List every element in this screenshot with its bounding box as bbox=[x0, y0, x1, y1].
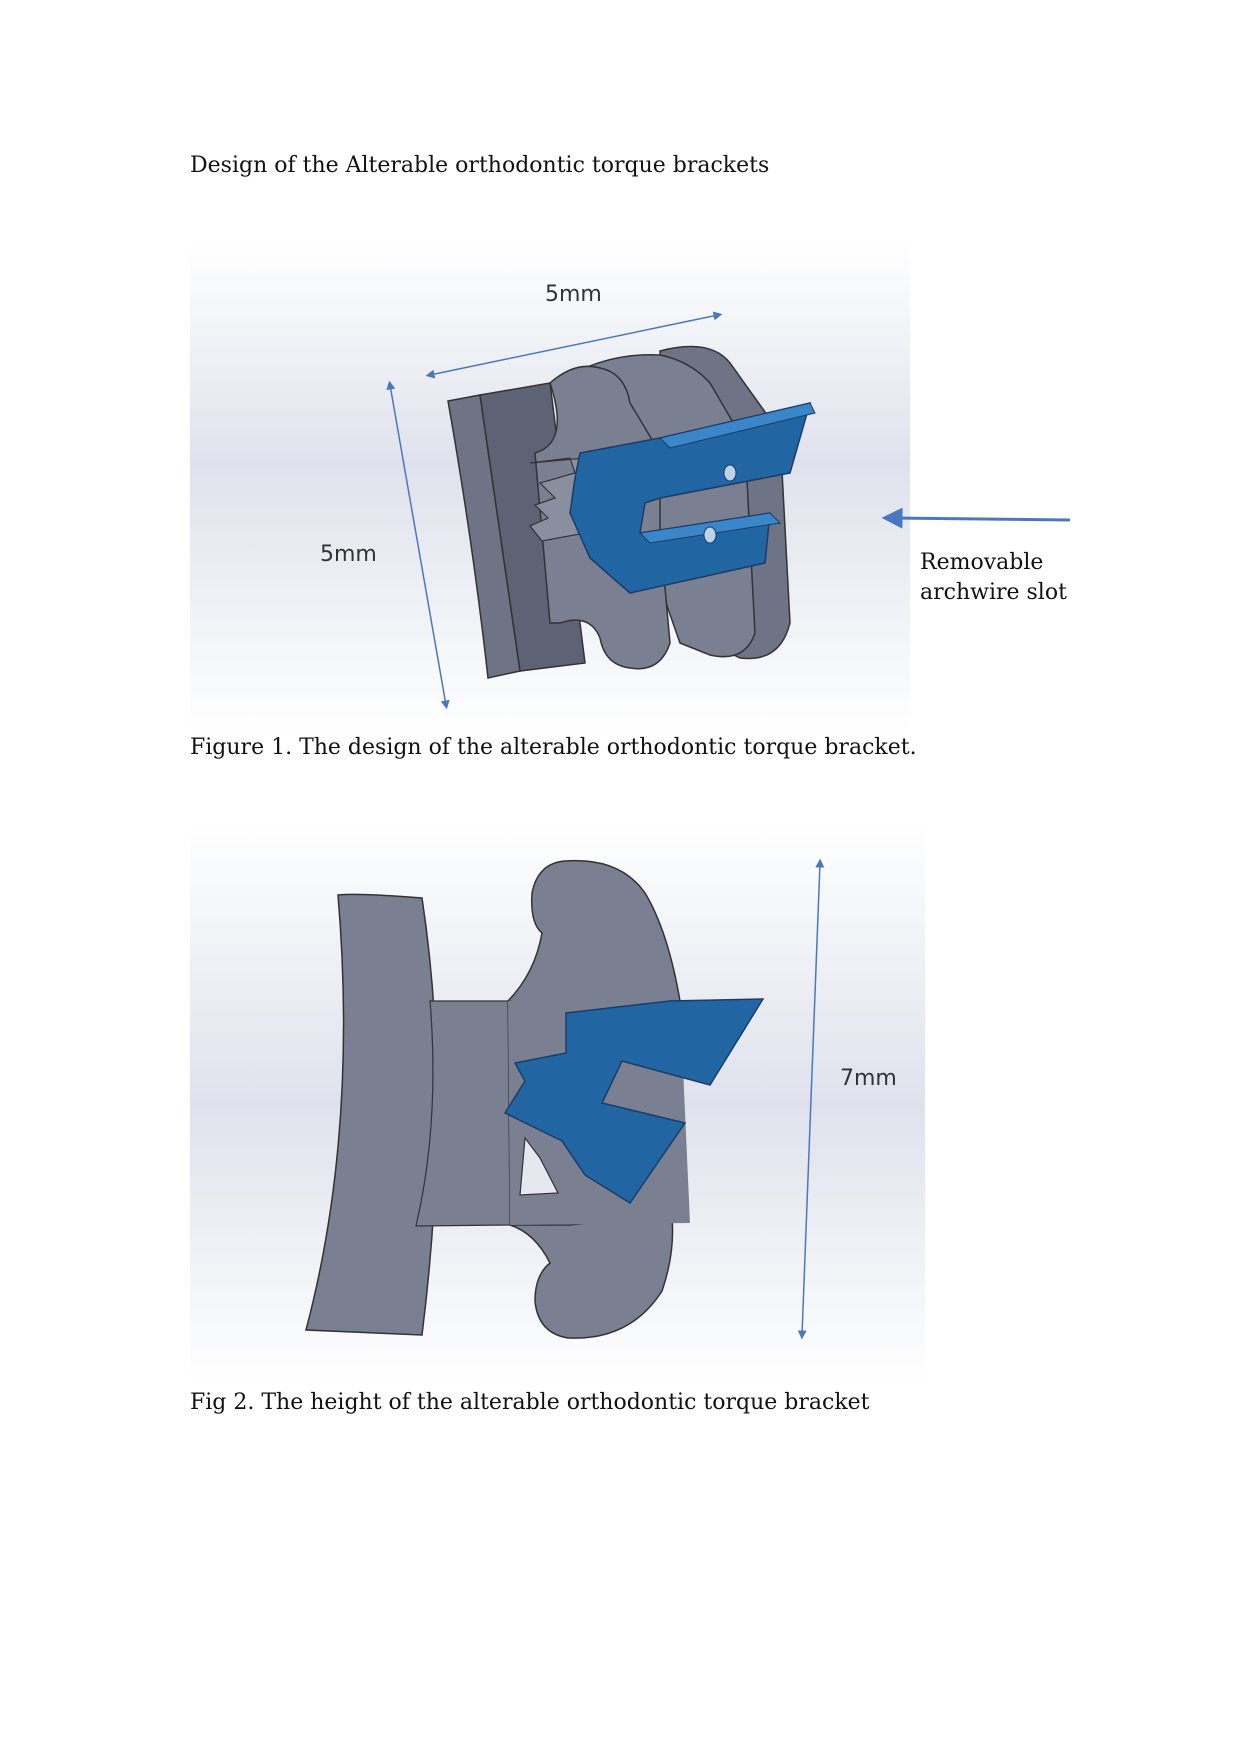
callout-label: Removable archwire slot bbox=[920, 548, 1120, 608]
figure-2-caption: Fig 2. The height of the alterable ortho… bbox=[190, 1390, 870, 1415]
figure-2-bracket-profile: 7mm bbox=[190, 823, 925, 1385]
figure-1-bracket-3d: 5mm 5mm bbox=[190, 243, 910, 733]
height-dimension-line-2 bbox=[797, 858, 825, 1340]
figure-1-caption: Figure 1. The design of the alterable or… bbox=[190, 735, 917, 760]
callout-line-2: archwire slot bbox=[920, 580, 1067, 605]
dimension-top-label: 5mm bbox=[545, 282, 602, 307]
height-dimension-line bbox=[386, 380, 450, 710]
dimension-height-label: 7mm bbox=[840, 1066, 897, 1091]
width-dimension-line bbox=[425, 311, 723, 379]
dimension-left-label: 5mm bbox=[320, 542, 377, 567]
page-heading: Design of the Alterable orthodontic torq… bbox=[190, 153, 770, 178]
callout-arrow bbox=[881, 507, 1071, 529]
callout-line-1: Removable bbox=[920, 550, 1044, 575]
